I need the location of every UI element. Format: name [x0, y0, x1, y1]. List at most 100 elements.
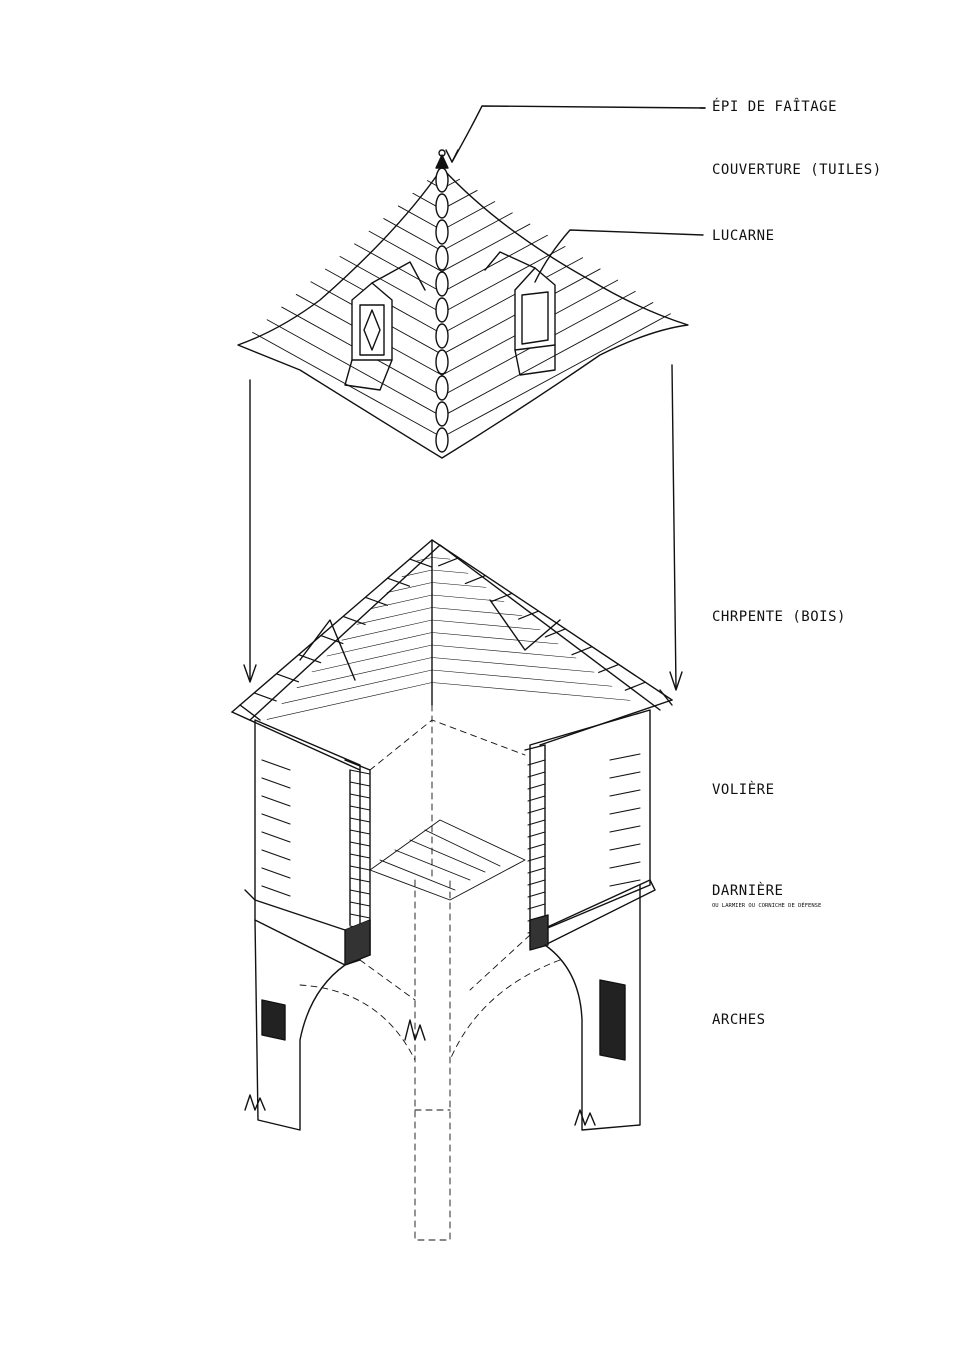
hatch-line	[609, 861, 641, 869]
hatch-line	[609, 753, 641, 761]
explode-arrow-left	[243, 379, 257, 683]
hatch-line	[349, 829, 371, 835]
hatch-line	[527, 903, 546, 910]
ridge-tile	[435, 167, 449, 193]
label-cornice: DARNIÈRE	[712, 883, 784, 899]
hatch-line	[349, 805, 371, 811]
hatch-line	[371, 594, 433, 609]
hatch-line	[527, 807, 546, 814]
ridge-tile	[435, 271, 449, 297]
hatch-line	[609, 789, 641, 797]
finial-icon	[435, 149, 449, 169]
hatch-line	[266, 682, 433, 720]
hatch-line	[368, 230, 443, 273]
hatch-line	[527, 783, 546, 790]
hatch-line	[527, 831, 546, 838]
hatch-line	[261, 795, 291, 807]
hatch-line	[431, 682, 631, 701]
hatch-line	[266, 319, 443, 418]
hatch-line	[349, 877, 371, 883]
hatch-line	[416, 557, 433, 562]
hatch-line	[431, 619, 541, 631]
label-finial: ÉPI DE FAÎTAGE	[712, 99, 838, 115]
hatch-line	[431, 669, 613, 687]
timber-framework	[231, 539, 673, 771]
hatch-line	[571, 646, 593, 656]
hatch-line	[349, 889, 371, 895]
hatch-line	[527, 879, 546, 886]
hatch-line	[518, 610, 540, 620]
arch-piers	[244, 884, 641, 1131]
hatch-line	[356, 607, 433, 625]
hatch-line	[527, 855, 546, 862]
hatch-line	[527, 759, 546, 766]
hatch-line	[386, 577, 411, 587]
hatch-line	[261, 885, 291, 897]
dormer-leader	[534, 229, 704, 283]
hatch-line	[275, 673, 300, 683]
hatch-line	[326, 632, 433, 657]
hatch-line	[349, 793, 371, 799]
hatch-line	[598, 663, 620, 674]
hatch-line	[431, 582, 487, 588]
hatch-line	[339, 256, 443, 314]
hatch-line	[341, 619, 433, 641]
hatch-line	[431, 607, 523, 616]
hatch-line	[441, 212, 513, 252]
hatch-line	[349, 865, 371, 871]
hatch-line	[624, 681, 646, 691]
hatch-line	[527, 843, 546, 850]
hatch-line	[349, 853, 371, 859]
hatch-line	[441, 313, 671, 438]
label-arches: ARCHES	[712, 1012, 766, 1028]
hatch-line	[383, 218, 443, 252]
hatch-line	[609, 825, 641, 833]
cornice-ledge	[244, 879, 656, 966]
hatch-line	[431, 644, 577, 659]
hatch-line	[527, 867, 546, 874]
ridge-tile	[435, 349, 449, 375]
dormer-right	[484, 251, 556, 376]
ridge-tile	[435, 193, 449, 219]
hatch-line	[609, 879, 641, 887]
hatch-line	[441, 201, 496, 231]
hatch-line	[544, 628, 566, 638]
hatch-line	[261, 777, 291, 789]
label-dormer: LUCARNE	[712, 228, 775, 244]
label-roofing: COUVERTURE (TUILES)	[712, 162, 882, 178]
hatch-line	[386, 582, 433, 593]
hatch-line	[311, 644, 433, 673]
hatch-line	[261, 867, 291, 879]
explode-arrow-right	[669, 364, 683, 691]
ridge-tile	[435, 401, 449, 427]
hatch-line	[431, 557, 451, 560]
hatch-line	[281, 669, 433, 704]
ridge-tile	[435, 427, 449, 453]
hatch-line	[438, 557, 460, 567]
ridge-tile	[435, 245, 449, 271]
hatch-line	[261, 849, 291, 861]
aviary-walls	[254, 704, 651, 1241]
hatch-line	[609, 843, 641, 851]
finial-leader	[451, 105, 706, 163]
ridge-tile	[435, 219, 449, 245]
hatch-line	[441, 257, 584, 335]
hatch-line	[261, 831, 291, 843]
hatch-line	[349, 901, 371, 907]
ridge-tile	[435, 297, 449, 323]
hatch-line	[431, 569, 469, 574]
hatch-line	[364, 596, 388, 606]
hatch-line	[431, 657, 595, 673]
ridge-tile	[435, 323, 449, 349]
hatch-line	[609, 807, 641, 815]
roof-tiles	[237, 167, 689, 459]
hatch-line	[441, 302, 654, 418]
hatch-line	[261, 759, 291, 771]
hatch-line	[527, 891, 546, 898]
hatch-line	[441, 223, 531, 273]
ridge-tile	[435, 375, 449, 401]
hatch-line	[609, 771, 641, 779]
hatch-line	[253, 692, 277, 702]
